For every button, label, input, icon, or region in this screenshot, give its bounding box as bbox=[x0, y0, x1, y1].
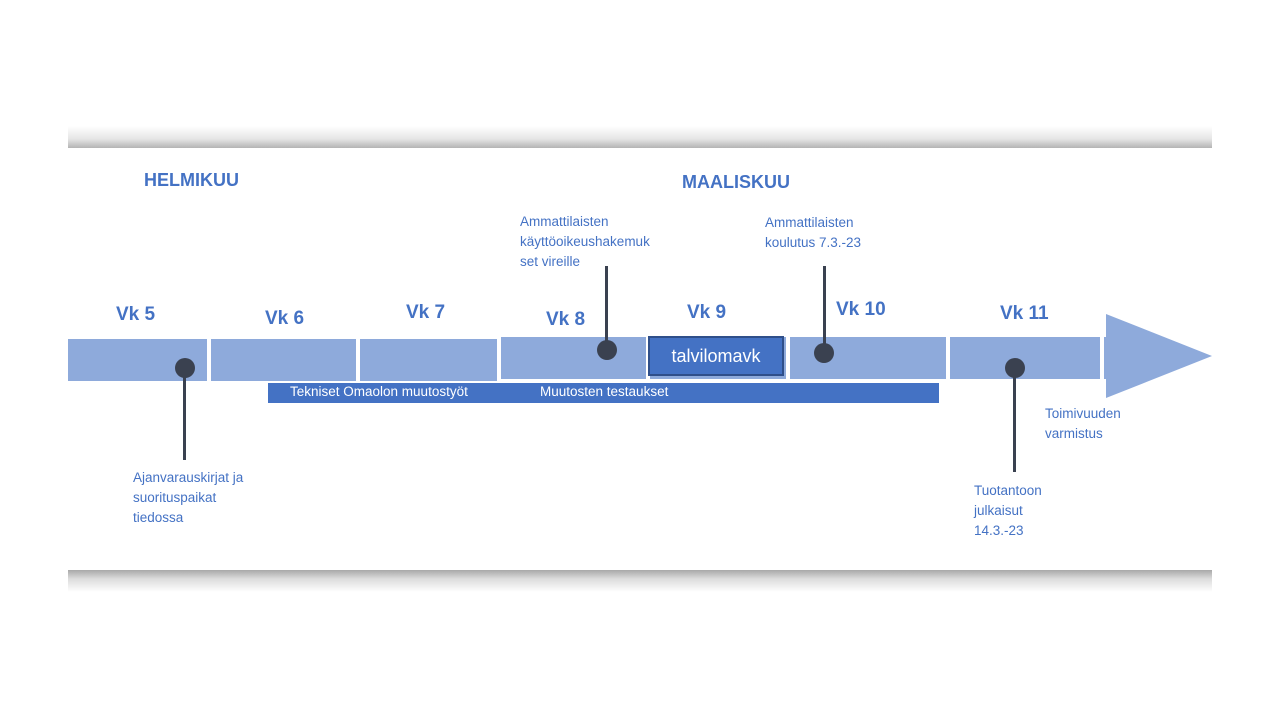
week-label-8: Vk 8 bbox=[546, 309, 586, 330]
winter-holiday-label: talvilomavk bbox=[671, 345, 761, 366]
timeline-panel: HELMIKUU MAALISKUU Vk 5 Vk 6 Vk 7 Vk 8 V… bbox=[68, 148, 1212, 570]
timeline-segment-week-6 bbox=[211, 339, 356, 381]
week-label-10: Vk 10 bbox=[836, 299, 886, 320]
week-label-11: Vk 11 bbox=[1000, 303, 1049, 324]
milestone-note-access-requests: Ammattilaisten käyttöoikeushakemuk set v… bbox=[520, 214, 650, 269]
milestone-note-release: Tuotantoon julkaisut 14.3.-23 bbox=[974, 483, 1042, 538]
timeline-arrow-head bbox=[1106, 314, 1212, 398]
week-label-7: Vk 7 bbox=[406, 302, 446, 323]
week-label-9: Vk 9 bbox=[687, 302, 727, 323]
panel-shadow-bottom bbox=[68, 568, 1212, 592]
work-testing-bar: Tekniset Omaolon muutostyöt Muutosten te… bbox=[268, 383, 939, 403]
milestone-dot-access-requests bbox=[597, 340, 617, 360]
milestone-stem-booking bbox=[183, 368, 186, 460]
timeline-segment-week-8 bbox=[501, 337, 646, 379]
milestone-stem-training bbox=[823, 266, 826, 352]
timeline-segment-week-7 bbox=[360, 339, 497, 381]
technical-work-label: Tekniset Omaolon muutostyöt bbox=[290, 384, 468, 399]
week-label-5: Vk 5 bbox=[116, 304, 156, 325]
milestone-stem-release bbox=[1013, 368, 1016, 472]
month-february: HELMIKUU bbox=[144, 170, 239, 190]
milestone-dot-training bbox=[814, 343, 834, 363]
testing-label: Muutosten testaukset bbox=[540, 384, 669, 399]
timeline-segment-week-10 bbox=[790, 337, 946, 379]
month-march: MAALISKUU bbox=[682, 172, 790, 192]
timeline-segment-week-11 bbox=[950, 337, 1100, 379]
milestone-note-training: Ammattilaisten koulutus 7.3.-23 bbox=[765, 215, 862, 250]
panel-shadow-top bbox=[68, 126, 1212, 150]
week-label-6: Vk 6 bbox=[265, 308, 305, 329]
note-functionality-verification: Toimivuuden varmistus bbox=[1045, 406, 1121, 441]
milestone-note-booking: Ajanvarauskirjat ja suorituspaikat tiedo… bbox=[133, 470, 244, 525]
milestone-stem-access-requests bbox=[605, 266, 608, 350]
winter-holiday-box: talvilomavk bbox=[648, 336, 784, 376]
